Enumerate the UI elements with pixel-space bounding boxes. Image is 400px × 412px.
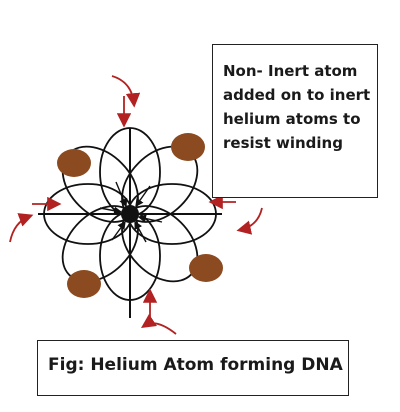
outer-atom [57,149,91,177]
nucleus [121,205,139,223]
annotation-line: helium atoms to [223,110,361,128]
winding-arrows [9,75,263,335]
outer-atoms [57,133,223,298]
caption-text: Fig: Helium Atom forming DNA [48,355,343,375]
annotation-line: added on to inert [223,86,371,104]
outer-atom [67,270,101,298]
inner-arrow [134,220,147,243]
curved-arrow [236,207,263,235]
inner-arrows [99,181,163,243]
annotation-box: Non- Inert atom added on to inert helium… [212,44,378,198]
inner-arrow [137,214,163,223]
figure-caption: Fig: Helium Atom forming DNA [37,340,349,396]
curved-arrow [9,213,34,243]
inner-arrow [99,206,123,215]
outer-atom [189,254,223,282]
inner-arrow [111,220,126,241]
curved-arrow [111,75,141,108]
inner-arrow [115,181,128,208]
annotation-line: resist winding [223,134,343,152]
curved-arrow [141,314,177,335]
annotation-line: Non- Inert atom [223,62,358,80]
outer-atom [171,133,205,161]
inner-arrow [135,185,151,208]
